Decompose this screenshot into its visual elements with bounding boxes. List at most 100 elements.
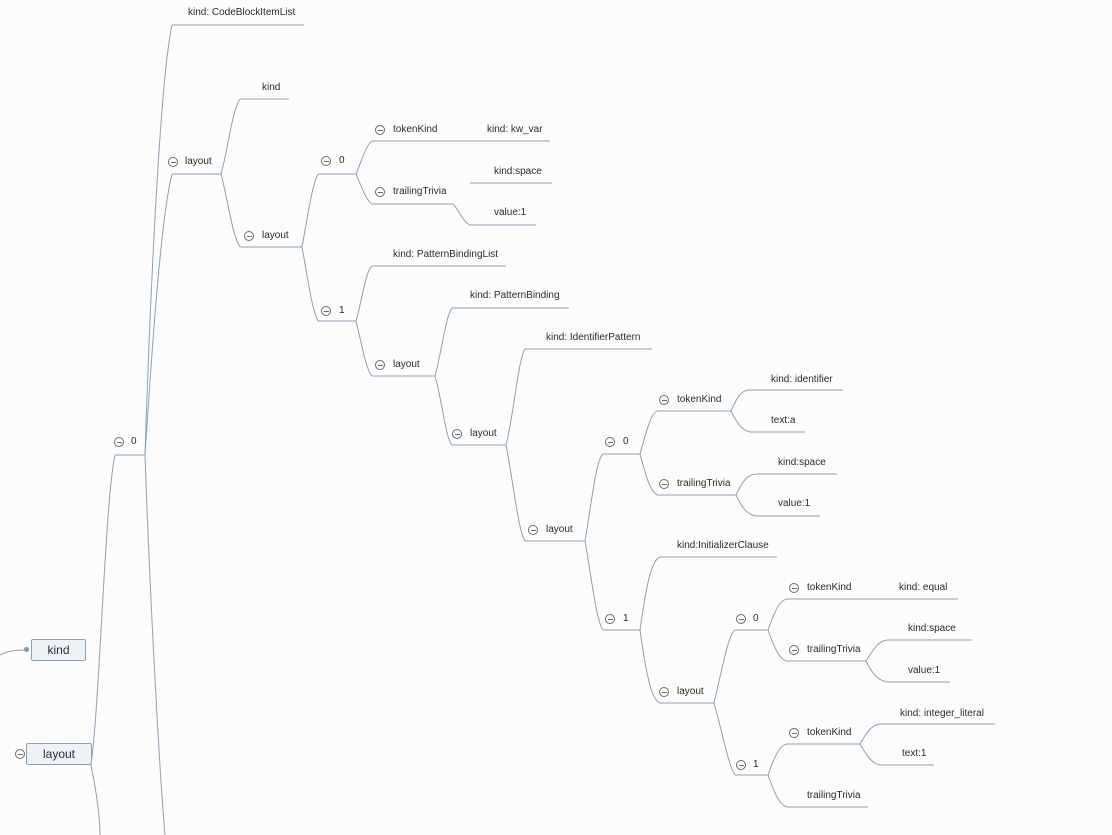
connector [767,598,788,631]
connector [713,629,736,704]
layout-topic[interactable]: layout [26,743,92,765]
connector [90,764,101,835]
connector [865,660,888,683]
connector [220,98,241,175]
collapse-icon[interactable] [659,479,669,489]
connector [434,375,453,446]
connector [639,410,658,455]
connector [144,173,173,456]
connector [301,246,319,322]
topic-kind-patternbindinglist[interactable]: kind: PatternBindingList [393,249,499,260]
connector [220,173,241,248]
connector [355,173,373,205]
topic-trailingtrivia[interactable]: trailingTrivia [677,478,731,489]
connector [584,540,604,631]
connector [735,473,758,496]
topic-kind-equal[interactable]: kind: equal [899,582,948,593]
topic-1[interactable]: 1 [753,759,759,770]
topic-0[interactable]: 0 [339,155,345,166]
topic-trailingtrivia[interactable]: trailingTrivia [807,644,861,655]
collapse-icon[interactable] [321,306,331,316]
connector [767,774,788,808]
collapse-icon[interactable] [168,157,178,167]
topic-1[interactable]: 1 [339,305,345,316]
collapse-icon[interactable] [605,614,615,624]
connector [144,24,173,456]
topic-tokenkind[interactable]: tokenKind [393,124,438,135]
connector [355,320,373,377]
collapse-icon[interactable] [244,231,254,241]
topic-layout[interactable]: layout [470,428,497,439]
collapse-icon[interactable] [659,687,669,697]
collapse-icon[interactable] [321,156,331,166]
collapse-icon[interactable] [789,728,799,738]
connector-dot [24,647,29,652]
connector [639,556,661,631]
topic-kind-kw-var[interactable]: kind: kw_var [487,124,543,135]
connector [639,453,658,496]
topic-0[interactable]: 0 [623,436,629,447]
collapse-icon[interactable] [659,395,669,405]
topic-trailingtrivia[interactable]: trailingTrivia [393,186,447,197]
collapse-icon[interactable] [452,429,462,439]
connector [144,454,166,835]
collapse-icon[interactable] [605,437,615,447]
connector [90,454,116,766]
topic-trailingtrivia[interactable]: trailingTrivia [807,790,861,801]
topic-kind-codeblockitemlist[interactable]: kind: CodeBlockItemList [188,7,296,18]
connector [505,444,526,542]
topic-tokenkind[interactable]: tokenKind [807,727,852,738]
connector [767,743,788,776]
collapse-icon[interactable] [375,125,385,135]
connector [452,203,471,226]
collapse-icon[interactable] [528,525,538,535]
connector [767,629,788,662]
connector [505,348,526,446]
connector [865,639,888,662]
connector [713,702,736,776]
connector [0,649,28,656]
topic-value-1[interactable]: value:1 [778,498,811,509]
connector [730,389,751,412]
connector [355,265,373,322]
topic-kind-space[interactable]: kind:space [908,623,956,634]
collapse-icon[interactable] [375,360,385,370]
topic-tokenkind[interactable]: tokenKind [677,394,722,405]
collapse-icon[interactable] [736,614,746,624]
connector [584,453,604,542]
topic-layout[interactable]: layout [677,686,704,697]
topic-kind-space[interactable]: kind:space [778,457,826,468]
connector [355,140,373,175]
collapse-icon[interactable] [15,749,25,759]
connector [730,410,751,433]
topic-tokenkind[interactable]: tokenKind [807,582,852,593]
topic-0[interactable]: 0 [131,436,137,447]
topic-layout[interactable]: layout [262,230,289,241]
topic-layout[interactable]: layout [393,359,420,370]
topic-layout[interactable]: layout [546,524,573,535]
topic-layout[interactable]: layout [185,156,212,167]
topic-kind-identifier[interactable]: kind: identifier [771,374,833,385]
topic-0[interactable]: 0 [753,613,759,624]
collapse-icon[interactable] [789,645,799,655]
topic-value-1[interactable]: value:1 [908,665,941,676]
collapse-icon[interactable] [114,437,124,447]
topic-value-1[interactable]: value:1 [494,207,527,218]
collapse-icon[interactable] [375,187,385,197]
collapse-icon[interactable] [736,760,746,770]
topic-text-1[interactable]: text:1 [902,748,927,759]
topic-kind-identifierpattern[interactable]: kind: IdentifierPattern [546,332,641,343]
topic-kind[interactable]: kind [262,82,281,93]
topic-kind-initializerclause[interactable]: kind:InitializerClause [677,540,769,551]
connector [735,494,758,517]
collapse-icon[interactable] [789,583,799,593]
topic-kind-integer-literal[interactable]: kind: integer_literal [900,708,984,719]
connector [301,173,319,248]
topic-text-a[interactable]: text:a [771,415,796,426]
topic-1[interactable]: 1 [623,613,629,624]
topic-kind-patternbinding[interactable]: kind: PatternBinding [470,290,560,301]
topic-kind-space[interactable]: kind:space [494,166,542,177]
kind-topic[interactable]: kind [31,639,86,661]
connector [639,629,661,704]
